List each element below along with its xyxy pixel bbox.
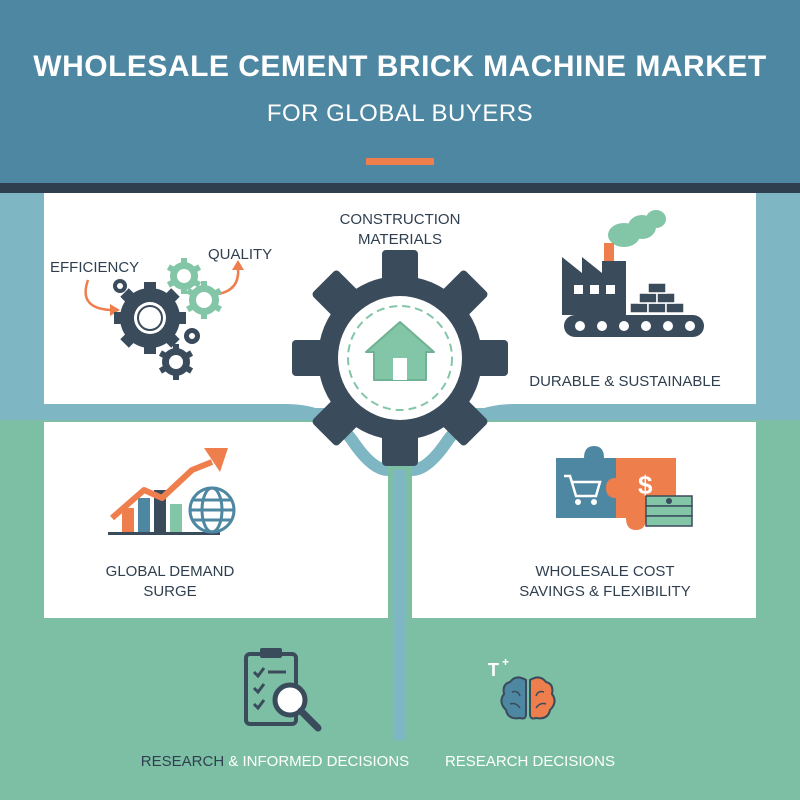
page-subtitle: FOR GLOBAL BUYERS <box>266 100 534 127</box>
wholesale-cost-label-line2: SAVINGS & FLEXIBILITY <box>519 583 691 600</box>
puzzle-cart-money-icon: $ <box>556 446 693 530</box>
research-decisions-label: RESEARCH DECISIONS <box>444 753 616 770</box>
research-label-part2: & INFORMED DECISIONS <box>224 753 410 770</box>
title-accent-bar <box>366 158 434 165</box>
svg-text:+: + <box>502 655 509 669</box>
svg-text:$: $ <box>638 470 653 500</box>
research-informed-label: RESEARCH & INFORMED DECISIONS <box>140 752 410 772</box>
header-banner: WHOLESALE CEMENT BRICK MACHINE MARKET FO… <box>0 0 800 190</box>
brain-icon: T + <box>488 655 556 720</box>
center-label-line2: MATERIALS <box>358 231 442 248</box>
clipboard-magnifier-icon <box>244 648 322 732</box>
efficiency-label: EFFICIENCY <box>50 259 140 276</box>
durable-sustainable-label: DURABLE & SUSTAINABLE <box>529 373 721 390</box>
header-divider <box>0 183 800 193</box>
research-label-part1: RESEARCH <box>140 753 225 770</box>
factory-conveyor-icon <box>562 210 704 337</box>
wholesale-cost-label-line1: WHOLESALE COST <box>535 563 675 580</box>
svg-text:T: T <box>488 660 499 680</box>
center-label-line1: CONSTRUCTION <box>339 211 461 228</box>
global-demand-label-line2: SURGE <box>143 583 197 600</box>
middle-right-panel <box>412 422 756 618</box>
growth-chart-globe-icon <box>108 448 236 535</box>
quality-label: QUALITY <box>208 246 273 263</box>
gears-icon <box>84 258 244 380</box>
page-title: WHOLESALE CEMENT BRICK MACHINE MARKET <box>33 50 767 83</box>
global-demand-label-line1: GLOBAL DEMAND <box>105 563 235 580</box>
house-icon <box>365 321 435 381</box>
